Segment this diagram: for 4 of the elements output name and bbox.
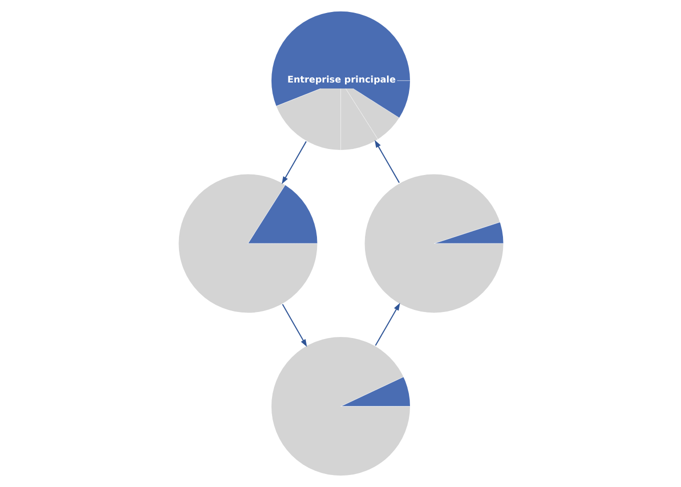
- arrow: [282, 304, 306, 347]
- arrow: [281, 141, 306, 184]
- arrow: [374, 140, 400, 183]
- arrow: [374, 302, 400, 346]
